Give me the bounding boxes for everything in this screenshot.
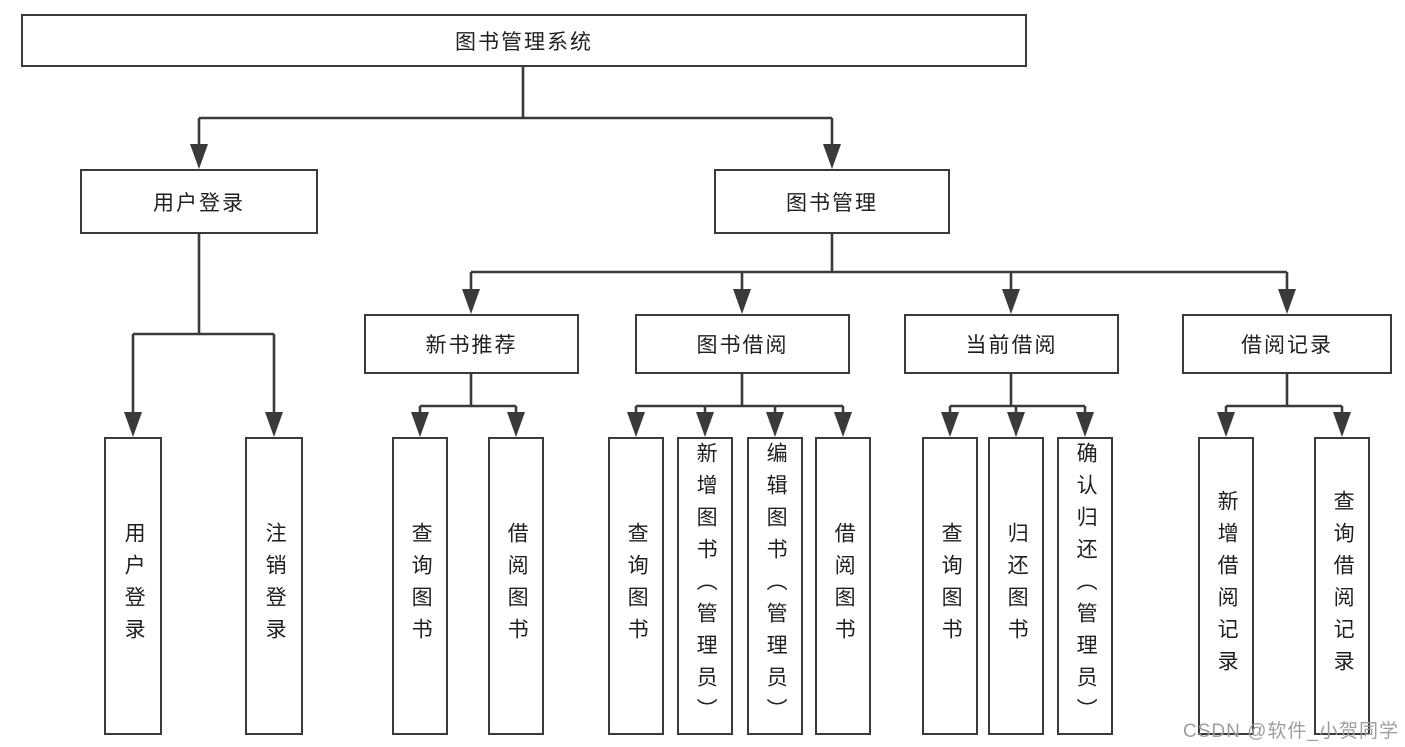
node-user-login-label: 用户登录	[153, 191, 245, 215]
connector-book-management	[469, 234, 1289, 292]
leaf-query-book-current: 查询图书	[922, 437, 978, 735]
leaf-return-book-label: 归还图书	[1005, 522, 1029, 650]
leaf-borrow-book-recommend: 借阅图书	[488, 437, 544, 735]
leaf-query-book-borrow-label: 查询图书	[625, 522, 649, 650]
leaf-add-borrow-record-label: 新增借阅记录	[1215, 490, 1239, 682]
leaf-user-login-label: 用户登录	[122, 522, 146, 650]
connector-root	[197, 67, 834, 148]
watermark-text: CSDN @软件_小贺同学	[1183, 721, 1399, 742]
connector-user-login	[131, 234, 276, 416]
node-new-book-recommend: 新书推荐	[364, 314, 579, 374]
leaf-user-login: 用户登录	[104, 437, 162, 735]
connector-borrow-records	[1224, 374, 1344, 416]
node-borrow-records-label: 借阅记录	[1241, 334, 1333, 357]
leaf-add-book-admin: 新增图书（管理员）	[677, 437, 733, 735]
node-borrow-records: 借阅记录	[1182, 314, 1392, 374]
leaf-query-book-borrow: 查询图书	[608, 437, 664, 735]
leaf-query-book-recommend: 查询图书	[392, 437, 448, 735]
node-book-management: 图书管理	[714, 169, 950, 234]
leaf-edit-book-admin: 编辑图书（管理员）	[747, 437, 803, 735]
leaf-add-book-admin-label: 新增图书（管理员）	[694, 442, 718, 730]
leaf-confirm-return-admin: 确认归还（管理员）	[1057, 437, 1113, 735]
node-current-borrow: 当前借阅	[904, 314, 1119, 374]
leaf-query-borrow-record-label: 查询借阅记录	[1331, 490, 1355, 682]
node-book-borrow: 图书借阅	[635, 314, 850, 374]
leaf-logout-label: 注销登录	[263, 522, 287, 650]
leaf-borrow-book: 借阅图书	[815, 437, 871, 735]
leaf-confirm-return-admin-label: 确认归还（管理员）	[1074, 442, 1098, 730]
connector-current-borrow	[948, 374, 1087, 416]
node-root-label: 图书管理系统	[455, 30, 593, 54]
leaf-add-borrow-record: 新增借阅记录	[1198, 437, 1254, 735]
leaf-logout: 注销登录	[245, 437, 303, 735]
leaf-return-book: 归还图书	[988, 437, 1044, 735]
connector-new-book-recommend	[418, 374, 518, 416]
leaf-borrow-book-label: 借阅图书	[832, 522, 856, 650]
node-user-login: 用户登录	[80, 169, 318, 234]
leaf-edit-book-admin-label: 编辑图书（管理员）	[764, 442, 788, 730]
leaf-query-book-current-label: 查询图书	[939, 522, 963, 650]
node-current-borrow-label: 当前借阅	[965, 334, 1058, 357]
node-root: 图书管理系统	[21, 14, 1027, 67]
node-new-book-recommend-label: 新书推荐	[425, 334, 518, 357]
leaf-borrow-book-recommend-label: 借阅图书	[505, 522, 529, 650]
leaf-query-borrow-record: 查询借阅记录	[1314, 437, 1370, 735]
leaf-query-book-recommend-label: 查询图书	[409, 522, 433, 650]
connector-book-borrow	[634, 374, 845, 416]
node-book-management-label: 图书管理	[786, 191, 878, 215]
node-book-borrow-label: 图书借阅	[696, 334, 789, 357]
